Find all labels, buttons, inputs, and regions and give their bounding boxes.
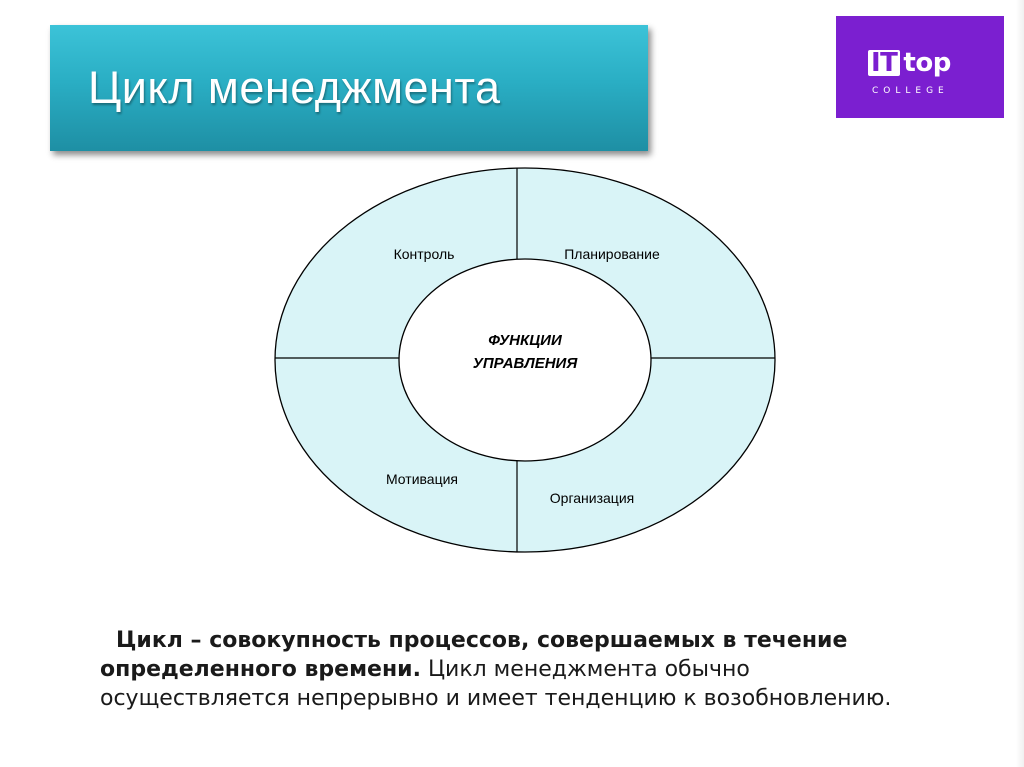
inner-circle	[398, 258, 652, 462]
segment-label-motivation: Мотивация	[386, 471, 458, 487]
slide-edge	[1016, 0, 1024, 767]
segment-label-organization: Организация	[550, 490, 634, 506]
title-banner: Цикл менеджмента	[50, 25, 648, 151]
center-label-line1: ФУНКЦИИ	[488, 332, 563, 349]
segment-label-control: Контроль	[394, 246, 455, 262]
logo-top: top	[903, 48, 951, 78]
logo-subtitle: COLLEGE	[872, 86, 949, 96]
logo-it: IT	[868, 50, 901, 76]
description-paragraph: Цикл – совокупность процессов, совершаем…	[100, 626, 920, 713]
slide-title: Цикл менеджмента	[88, 62, 501, 113]
description-regular: Цикл менеджмента обычно осуществляется н…	[100, 657, 892, 711]
segment-label-planning: Планирование	[564, 246, 660, 262]
description-bold: Цикл – совокупность процессов, совершаем…	[100, 628, 848, 682]
center-label-line2: УПРАВЛЕНИЯ	[473, 355, 579, 372]
